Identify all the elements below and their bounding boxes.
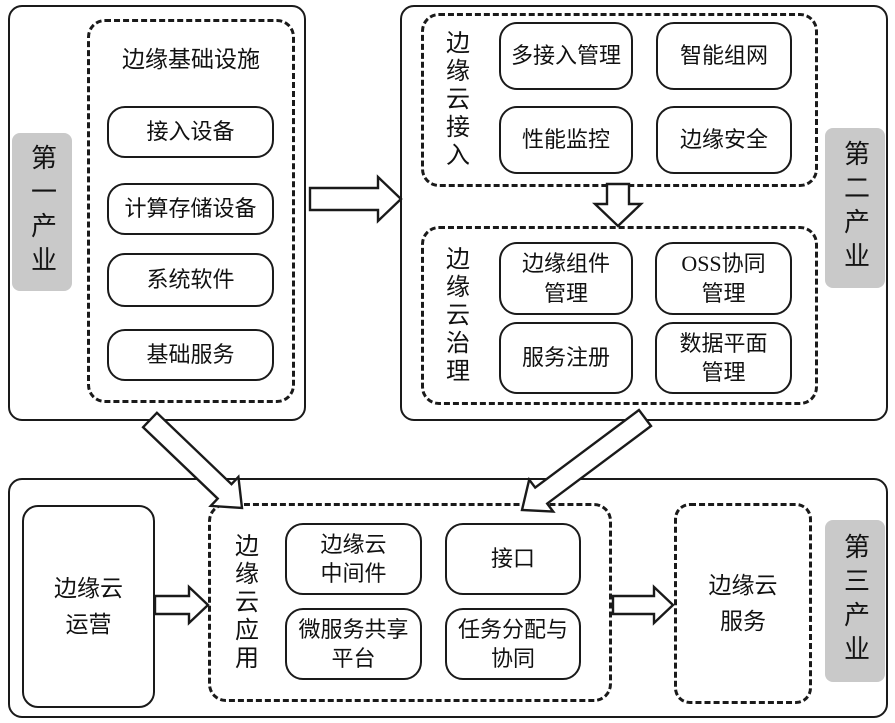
label-third-industry: 第三产业 xyxy=(825,520,885,682)
edge-cloud-access-box: 边缘云接入 多接入管理 智能组网 性能监控 边缘安全 xyxy=(421,13,818,187)
item-oss-collaboration-management: OSS协同 管理 xyxy=(655,242,792,315)
item-access-device: 接入设备 xyxy=(107,106,274,158)
item-interface: 接口 xyxy=(445,523,581,595)
edge-cloud-service-box: 边缘云 服务 xyxy=(674,503,812,704)
item-basic-service: 基础服务 xyxy=(107,329,274,381)
third-industry-container: 边缘云 运营 边缘云应用 边缘云 中间件 接口 微服务共享 平台 任务分配与 协… xyxy=(8,478,888,718)
item-data-plane-management: 数据平面 管理 xyxy=(655,322,792,394)
item-compute-storage-device: 计算存储设备 xyxy=(107,183,274,235)
item-edge-cloud-middleware: 边缘云 中间件 xyxy=(285,523,422,595)
edge-cloud-governance-box: 边缘云治理 边缘组件 管理 OSS协同 管理 服务注册 数据平面 管理 xyxy=(421,226,818,405)
item-intelligent-networking: 智能组网 xyxy=(656,22,792,90)
item-service-registration: 服务注册 xyxy=(499,322,633,394)
item-performance-monitoring: 性能监控 xyxy=(499,106,633,174)
item-task-allocation-collaboration: 任务分配与 协同 xyxy=(445,608,581,680)
item-edge-component-management: 边缘组件 管理 xyxy=(499,242,633,315)
label-first-industry: 第一产业 xyxy=(12,133,72,291)
item-multi-access-management: 多接入管理 xyxy=(499,22,633,90)
item-microservice-sharing-platform: 微服务共享 平台 xyxy=(285,608,422,680)
item-edge-security: 边缘安全 xyxy=(656,106,792,174)
second-industry-container: 边缘云接入 多接入管理 智能组网 性能监控 边缘安全 边缘云治理 边缘组件 管理… xyxy=(400,5,888,421)
edge-cloud-governance-label: 边缘云治理 xyxy=(441,246,468,386)
edge-cloud-application-box: 边缘云应用 边缘云 中间件 接口 微服务共享 平台 任务分配与 协同 xyxy=(208,503,612,702)
edge-cloud-operation-box: 边缘云 运营 xyxy=(22,505,155,708)
edge-cloud-access-label: 边缘云接入 xyxy=(441,30,468,170)
edge-cloud-application-label: 边缘云应用 xyxy=(230,533,257,673)
edge-infrastructure-box: 边缘基础设施 接入设备 计算存储设备 系统软件 基础服务 xyxy=(87,19,295,403)
label-second-industry: 第二产业 xyxy=(825,128,885,288)
item-system-software: 系统软件 xyxy=(107,253,274,307)
edge-infrastructure-title: 边缘基础设施 xyxy=(122,47,260,72)
arrow-infrastructure-to-access xyxy=(308,174,403,224)
first-industry-container: 边缘基础设施 接入设备 计算存储设备 系统软件 基础服务 xyxy=(8,5,306,421)
